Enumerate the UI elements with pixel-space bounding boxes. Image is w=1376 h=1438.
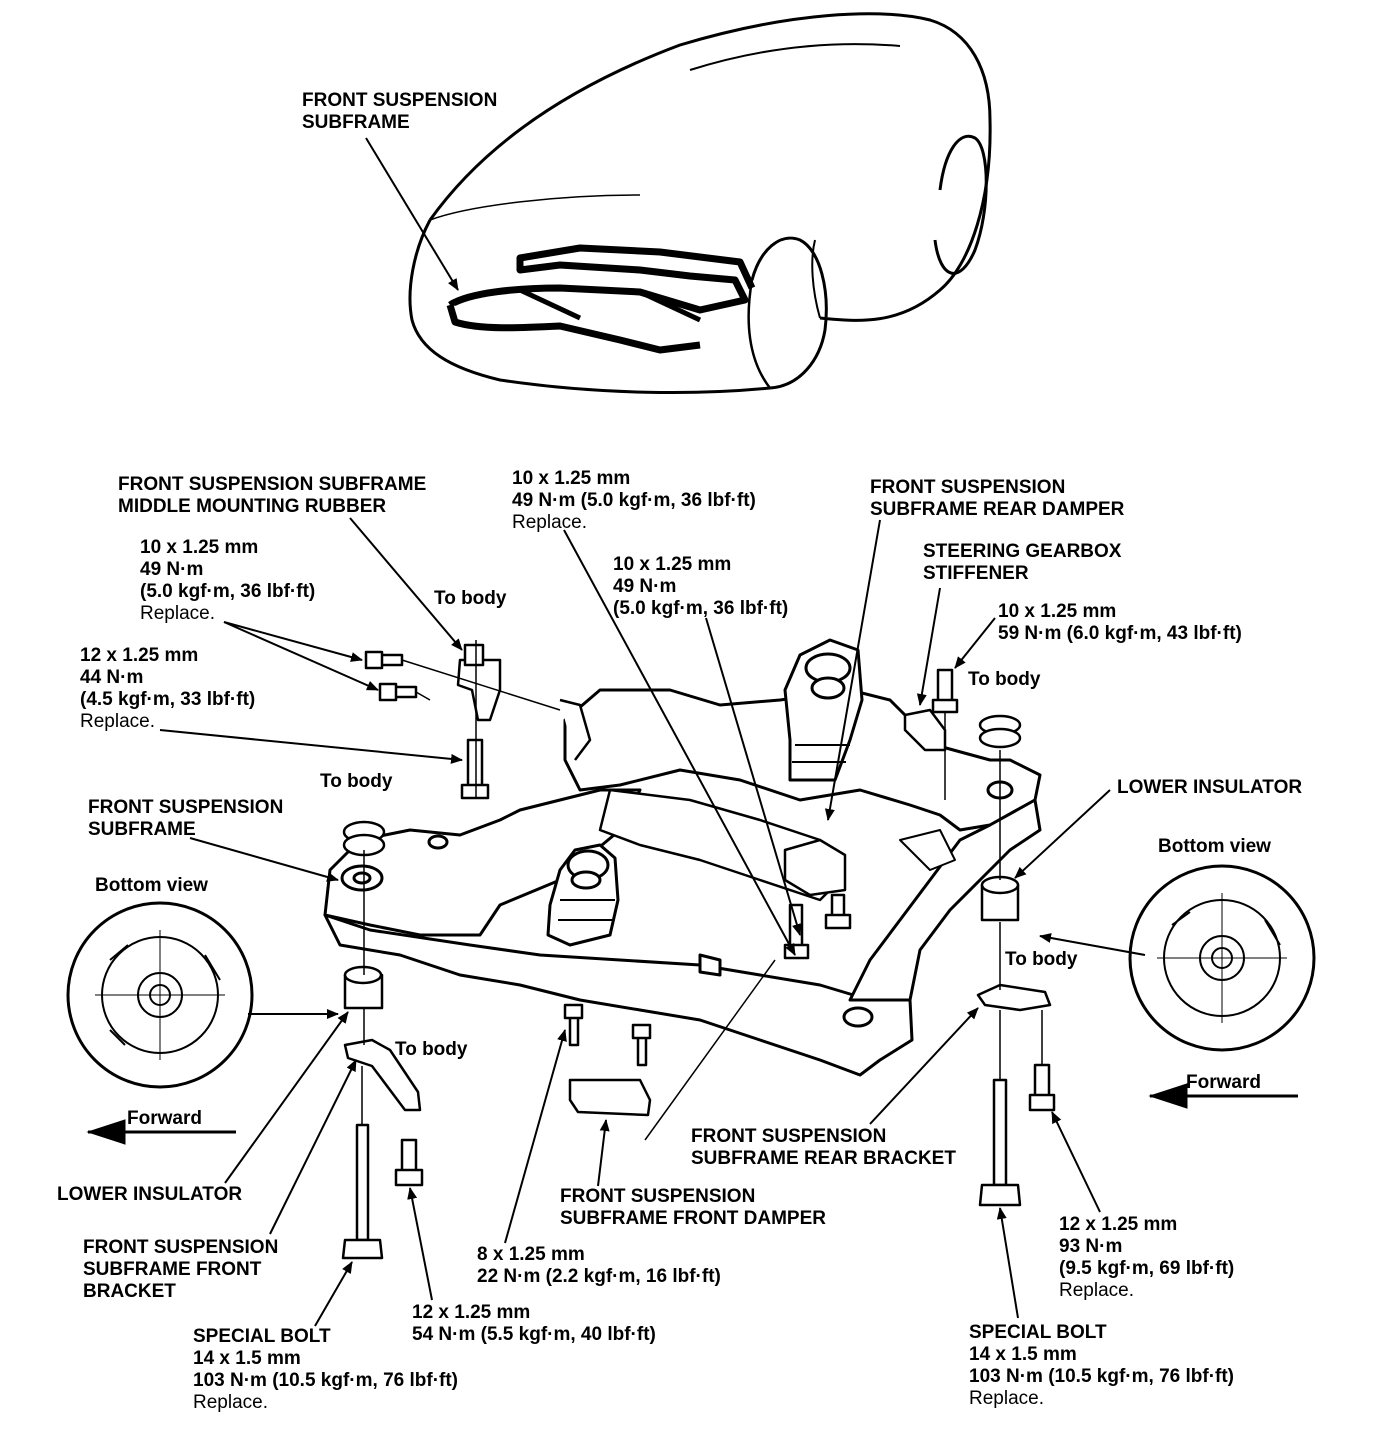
label-line: 10 x 1.25 mm [613, 554, 732, 575]
label-line: BRACKET [83, 1281, 176, 1302]
label-line: 10 x 1.25 mm [512, 468, 631, 489]
label-line: To body [968, 669, 1041, 690]
label-to-body-2: To body [320, 771, 392, 793]
label-line: 103 N·m (10.5 kgf·m, 76 lbf·ft) [193, 1370, 458, 1391]
label-line: Forward [1186, 1072, 1261, 1093]
label-line: FRONT SUSPENSION [302, 90, 498, 111]
label-line: 8 x 1.25 mm [477, 1244, 585, 1265]
label-line: SUBFRAME [302, 112, 410, 133]
label-to-body-3: To body [968, 669, 1040, 691]
label-front-bracket: FRONT SUSPENSION SUBFRAME FRONT BRACKET [83, 1237, 278, 1303]
label-line: 14 x 1.5 mm [193, 1348, 301, 1369]
car-illustration [408, 12, 992, 395]
label-line: Bottom view [95, 875, 208, 896]
label-line: STIFFENER [923, 563, 1029, 584]
label-line: 44 N·m [80, 667, 144, 688]
label-line: (5.0 kgf·m, 36 lbf·ft) [140, 581, 316, 602]
label-line: 103 N·m (10.5 kgf·m, 76 lbf·ft) [969, 1366, 1234, 1387]
label-line: Replace. [80, 711, 155, 732]
label-line: Replace. [1059, 1280, 1134, 1301]
label-bolt-12-93: 12 x 1.25 mm 93 N·m (9.5 kgf·m, 69 lbf·f… [1059, 1214, 1234, 1302]
label-bolt-12-54: 12 x 1.25 mm 54 N·m (5.5 kgf·m, 40 lbf·f… [412, 1302, 656, 1346]
label-line: 10 x 1.25 mm [140, 537, 259, 558]
label-to-body-4: To body [1005, 949, 1077, 971]
label-middle-mounting-rubber: FRONT SUSPENSION SUBFRAME MIDDLE MOUNTIN… [118, 474, 426, 518]
connector-lines [361, 640, 1043, 1141]
forward-arrows [86, 1083, 1298, 1145]
label-line: FRONT SUSPENSION [691, 1126, 887, 1147]
label-line: SUBFRAME REAR DAMPER [870, 499, 1125, 520]
label-line: 12 x 1.25 mm [412, 1302, 531, 1323]
label-lower-insulator-left: LOWER INSULATOR [57, 1184, 242, 1206]
label-bolt-10-49-top: 10 x 1.25 mm 49 N·m (5.0 kgf·m, 36 lbf·f… [512, 468, 756, 534]
label-line: 10 x 1.25 mm [998, 601, 1117, 622]
label-special-bolt-left: SPECIAL BOLT 14 x 1.5 mm 103 N·m (10.5 k… [193, 1326, 458, 1414]
bottom-view-left [66, 901, 254, 1089]
label-line: SUBFRAME REAR BRACKET [691, 1148, 956, 1169]
label-line: LOWER INSULATOR [57, 1184, 243, 1205]
label-line: Replace. [969, 1388, 1044, 1409]
label-gearbox-stiffener: STEERING GEARBOX STIFFENER [923, 541, 1121, 585]
label-bolt-8-22: 8 x 1.25 mm 22 N·m (2.2 kgf·m, 16 lbf·ft… [477, 1244, 721, 1288]
label-lower-insulator-right: LOWER INSULATOR [1117, 777, 1302, 799]
label-line: FRONT SUSPENSION [83, 1237, 279, 1258]
label-line: FRONT SUSPENSION [870, 477, 1066, 498]
label-bolt-10-49-mid: 10 x 1.25 mm 49 N·m (5.0 kgf·m, 36 lbf·f… [613, 554, 788, 620]
label-line: 12 x 1.25 mm [80, 645, 199, 666]
label-subframe-top: FRONT SUSPENSION SUBFRAME [302, 90, 497, 134]
label-line: 12 x 1.25 mm [1059, 1214, 1178, 1235]
label-line: FRONT SUSPENSION [560, 1186, 756, 1207]
label-line: Replace. [512, 512, 587, 533]
label-line: 49 N·m [613, 576, 677, 597]
label-line: 14 x 1.5 mm [969, 1344, 1077, 1365]
label-line: 54 N·m (5.5 kgf·m, 40 lbf·ft) [412, 1324, 656, 1345]
label-line: FRONT SUSPENSION [88, 797, 284, 818]
label-line: (9.5 kgf·m, 69 lbf·ft) [1059, 1258, 1235, 1279]
label-line: SPECIAL BOLT [193, 1326, 331, 1347]
label-front-damper: FRONT SUSPENSION SUBFRAME FRONT DAMPER [560, 1186, 826, 1230]
front-engine-mount [546, 843, 620, 947]
label-line: 93 N·m [1059, 1236, 1123, 1257]
label-line: To body [434, 588, 507, 609]
label-line: SUBFRAME FRONT DAMPER [560, 1208, 826, 1229]
label-line: MIDDLE MOUNTING RUBBER [118, 496, 387, 517]
label-line: 22 N·m (2.2 kgf·m, 16 lbf·ft) [477, 1266, 721, 1287]
label-line: SPECIAL BOLT [969, 1322, 1107, 1343]
label-forward-left: Forward [127, 1108, 202, 1130]
label-bolt-10-49-left: 10 x 1.25 mm 49 N·m (5.0 kgf·m, 36 lbf·f… [140, 537, 315, 625]
label-line: (4.5 kgf·m, 33 lbf·ft) [80, 689, 256, 710]
label-forward-right: Forward [1186, 1072, 1261, 1094]
label-line: Forward [127, 1108, 202, 1129]
label-line: 49 N·m (5.0 kgf·m, 36 lbf·ft) [512, 490, 756, 511]
label-line: To body [1005, 949, 1078, 970]
label-subframe-left: FRONT SUSPENSION SUBFRAME [88, 797, 283, 841]
rear-engine-mount [783, 638, 864, 782]
label-line: To body [320, 771, 393, 792]
label-special-bolt-right: SPECIAL BOLT 14 x 1.5 mm 103 N·m (10.5 k… [969, 1322, 1234, 1410]
car-subframe [446, 244, 756, 354]
label-line: 59 N·m (6.0 kgf·m, 43 lbf·ft) [998, 623, 1242, 644]
label-line: Replace. [140, 603, 215, 624]
label-bolt-10-59: 10 x 1.25 mm 59 N·m (6.0 kgf·m, 43 lbf·f… [998, 601, 1242, 645]
leader-lines [159, 137, 1146, 1327]
label-bottom-view-left: Bottom view [95, 875, 208, 897]
label-line: LOWER INSULATOR [1117, 777, 1303, 798]
label-line: Replace. [193, 1392, 268, 1413]
label-line: SUBFRAME FRONT [83, 1259, 262, 1280]
label-line: STEERING GEARBOX [923, 541, 1122, 562]
label-line: (5.0 kgf·m, 36 lbf·ft) [613, 598, 789, 619]
label-line: To body [395, 1039, 468, 1060]
label-line: FRONT SUSPENSION SUBFRAME [118, 474, 427, 495]
label-line: Bottom view [1158, 836, 1271, 857]
label-to-body-1: To body [434, 588, 506, 610]
label-line: 49 N·m [140, 559, 204, 580]
label-bottom-view-right: Bottom view [1158, 836, 1271, 858]
label-to-body-5: To body [395, 1039, 467, 1061]
label-bolt-12-44: 12 x 1.25 mm 44 N·m (4.5 kgf·m, 33 lbf·f… [80, 645, 255, 733]
label-line: SUBFRAME [88, 819, 196, 840]
label-rear-damper: FRONT SUSPENSION SUBFRAME REAR DAMPER [870, 477, 1124, 521]
bottom-view-right [1128, 864, 1316, 1052]
label-rear-bracket: FRONT SUSPENSION SUBFRAME REAR BRACKET [691, 1126, 956, 1170]
